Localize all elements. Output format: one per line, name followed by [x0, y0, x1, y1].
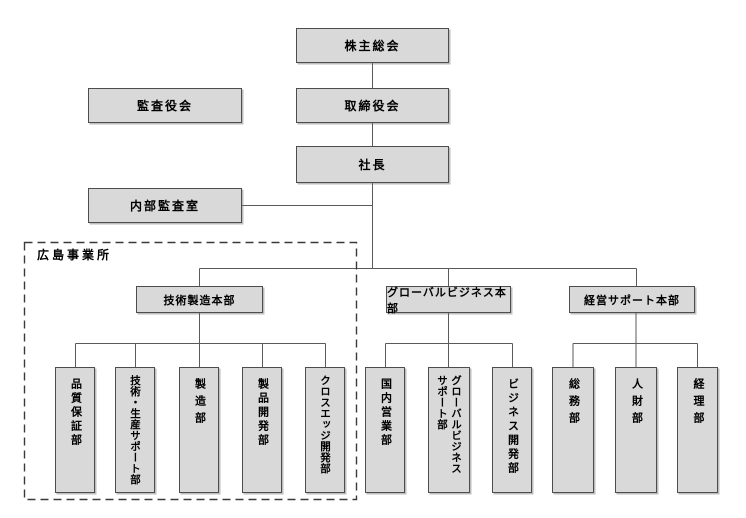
- dept-label: 人財部: [630, 378, 643, 429]
- node-board-of-directors: 取締役会: [296, 88, 449, 123]
- dept-cross-edge-development: クロスエッジ開発部: [305, 367, 345, 493]
- dept-tech-production-support: 技術・生産サポート部: [115, 367, 155, 493]
- dept-domestic-sales: 国内営業部: [365, 367, 405, 493]
- dept-human-resources: 人財部: [615, 367, 657, 493]
- dept-manufacturing: 製造部: [179, 367, 219, 493]
- division-management-support: 経営サポート本部: [569, 286, 695, 313]
- division-global-business: グローバルビジネス本部: [386, 286, 511, 315]
- dept-accounting: 経理部: [677, 367, 718, 493]
- dept-label: 製造部: [193, 378, 206, 429]
- dept-label: 総務部: [567, 378, 580, 429]
- dept-quality-assurance: 品質保証部: [55, 367, 95, 493]
- dept-label: ビジネス開発部: [506, 378, 519, 476]
- hiroshima-office-label: 広島事業所: [37, 248, 113, 262]
- node-shareholders-meeting: 株主総会: [296, 28, 449, 63]
- dept-label: クロスエッジ開発部: [319, 375, 331, 474]
- dept-global-business-support: グローバルビジネス サポート部: [428, 367, 470, 493]
- dept-product-development: 製品開発部: [242, 367, 282, 493]
- dept-label: 製品開発部: [256, 378, 269, 448]
- dept-label: 品質保証部: [69, 378, 82, 448]
- dept-label: 経理部: [692, 378, 704, 429]
- dept-label: グローバルビジネス サポート部: [436, 375, 462, 474]
- dept-general-affairs: 総務部: [552, 367, 594, 493]
- division-tech-manufacturing: 技術製造本部: [136, 286, 263, 313]
- hiroshima-office-dashed-border: [23, 241, 358, 501]
- dept-business-development: ビジネス開発部: [492, 367, 532, 493]
- dept-label: 国内営業部: [379, 378, 392, 448]
- dept-label: 技術・生産サポート部: [129, 375, 141, 485]
- node-internal-audit-office: 内部監査室: [88, 188, 242, 223]
- node-audit-board: 監査役会: [88, 88, 242, 123]
- node-president: 社長: [296, 146, 449, 183]
